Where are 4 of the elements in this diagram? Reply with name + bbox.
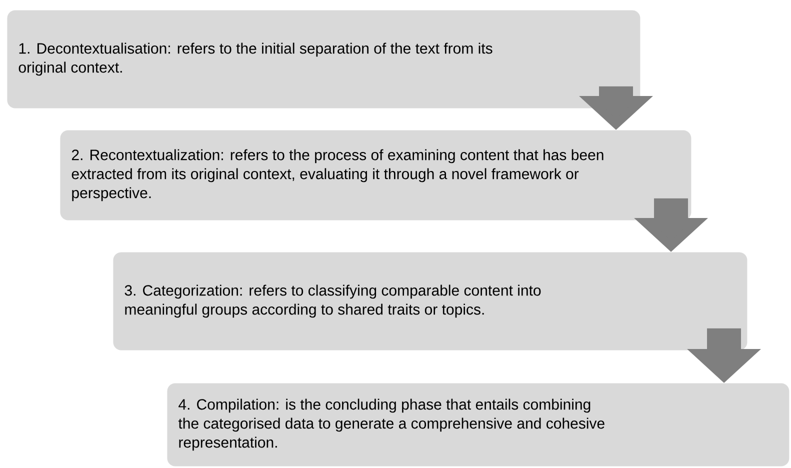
process-box: 1. Decontextualisation: refers to the initial separation of the text from its original context. — [7, 10, 640, 108]
process-box: 4. Compilation: is the concluding phase that entails combining the categorised data to generate a comprehensive and cohesive representation. — [167, 383, 790, 466]
process-box: 3. Categorization: refers to classifying comparable content into meaningful groups according to shared traits or topics. — [113, 252, 748, 350]
process-box: 2. Recontextualization: refers to the process of examining content that has been extracted from its original context, evaluating it through a novel framework or perspective. — [60, 130, 692, 220]
